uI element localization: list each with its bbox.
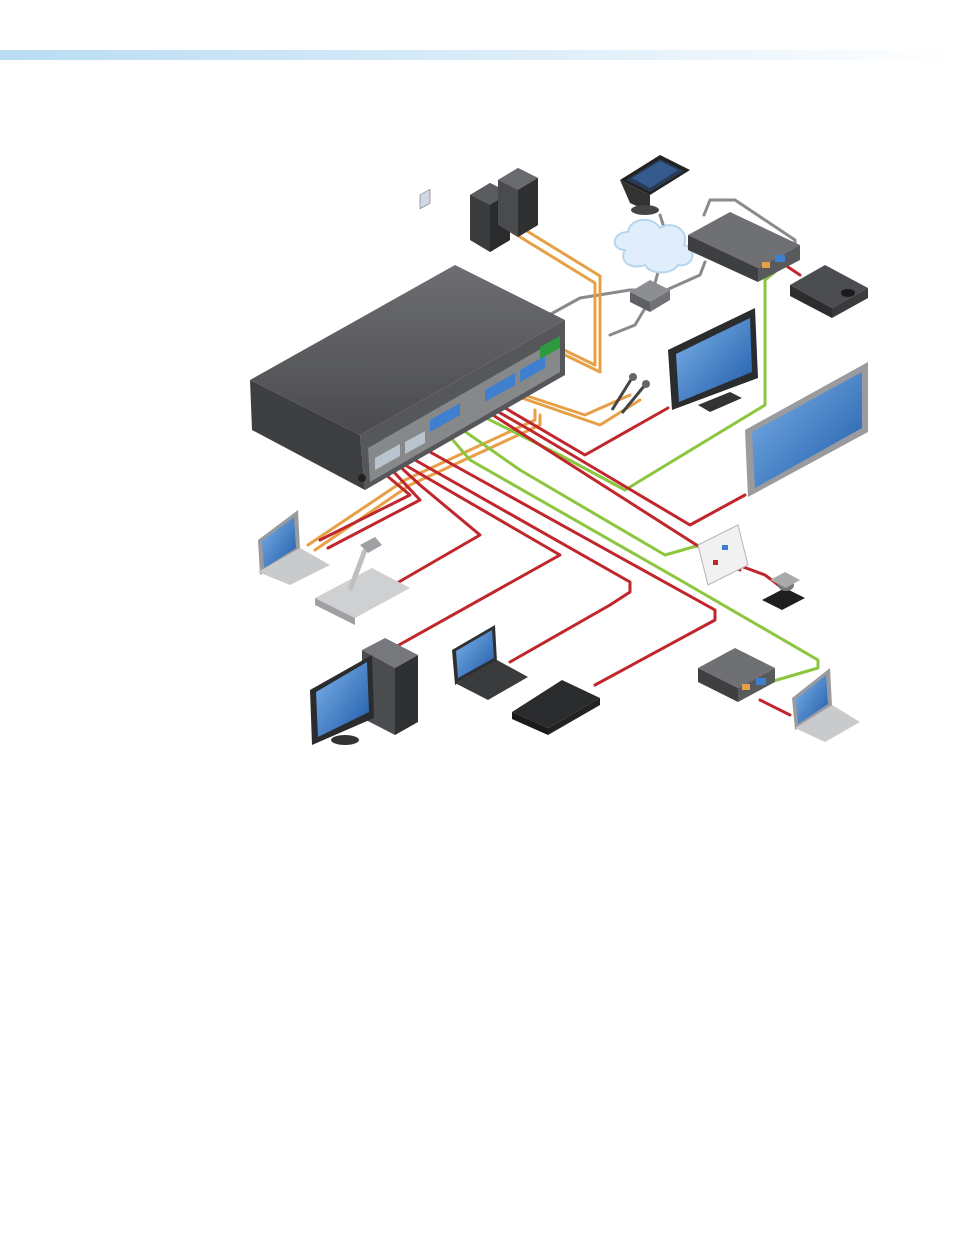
flat-panel-display xyxy=(668,308,758,412)
ethernet-switch xyxy=(630,280,670,312)
wall-plate-transmitter xyxy=(698,525,748,585)
network-cloud xyxy=(615,220,693,273)
document-camera xyxy=(315,537,410,625)
laptop-center xyxy=(452,625,528,700)
projector xyxy=(790,265,868,318)
speakers xyxy=(470,168,538,252)
laptop-bottom-right xyxy=(792,668,860,742)
blu-ray-player xyxy=(512,680,600,735)
hdbaset-transmitter xyxy=(698,648,775,702)
touchpanel xyxy=(620,155,690,215)
pc-tower-with-monitor xyxy=(310,638,418,745)
hdbaset-receiver xyxy=(688,212,800,282)
large-display xyxy=(745,362,868,497)
